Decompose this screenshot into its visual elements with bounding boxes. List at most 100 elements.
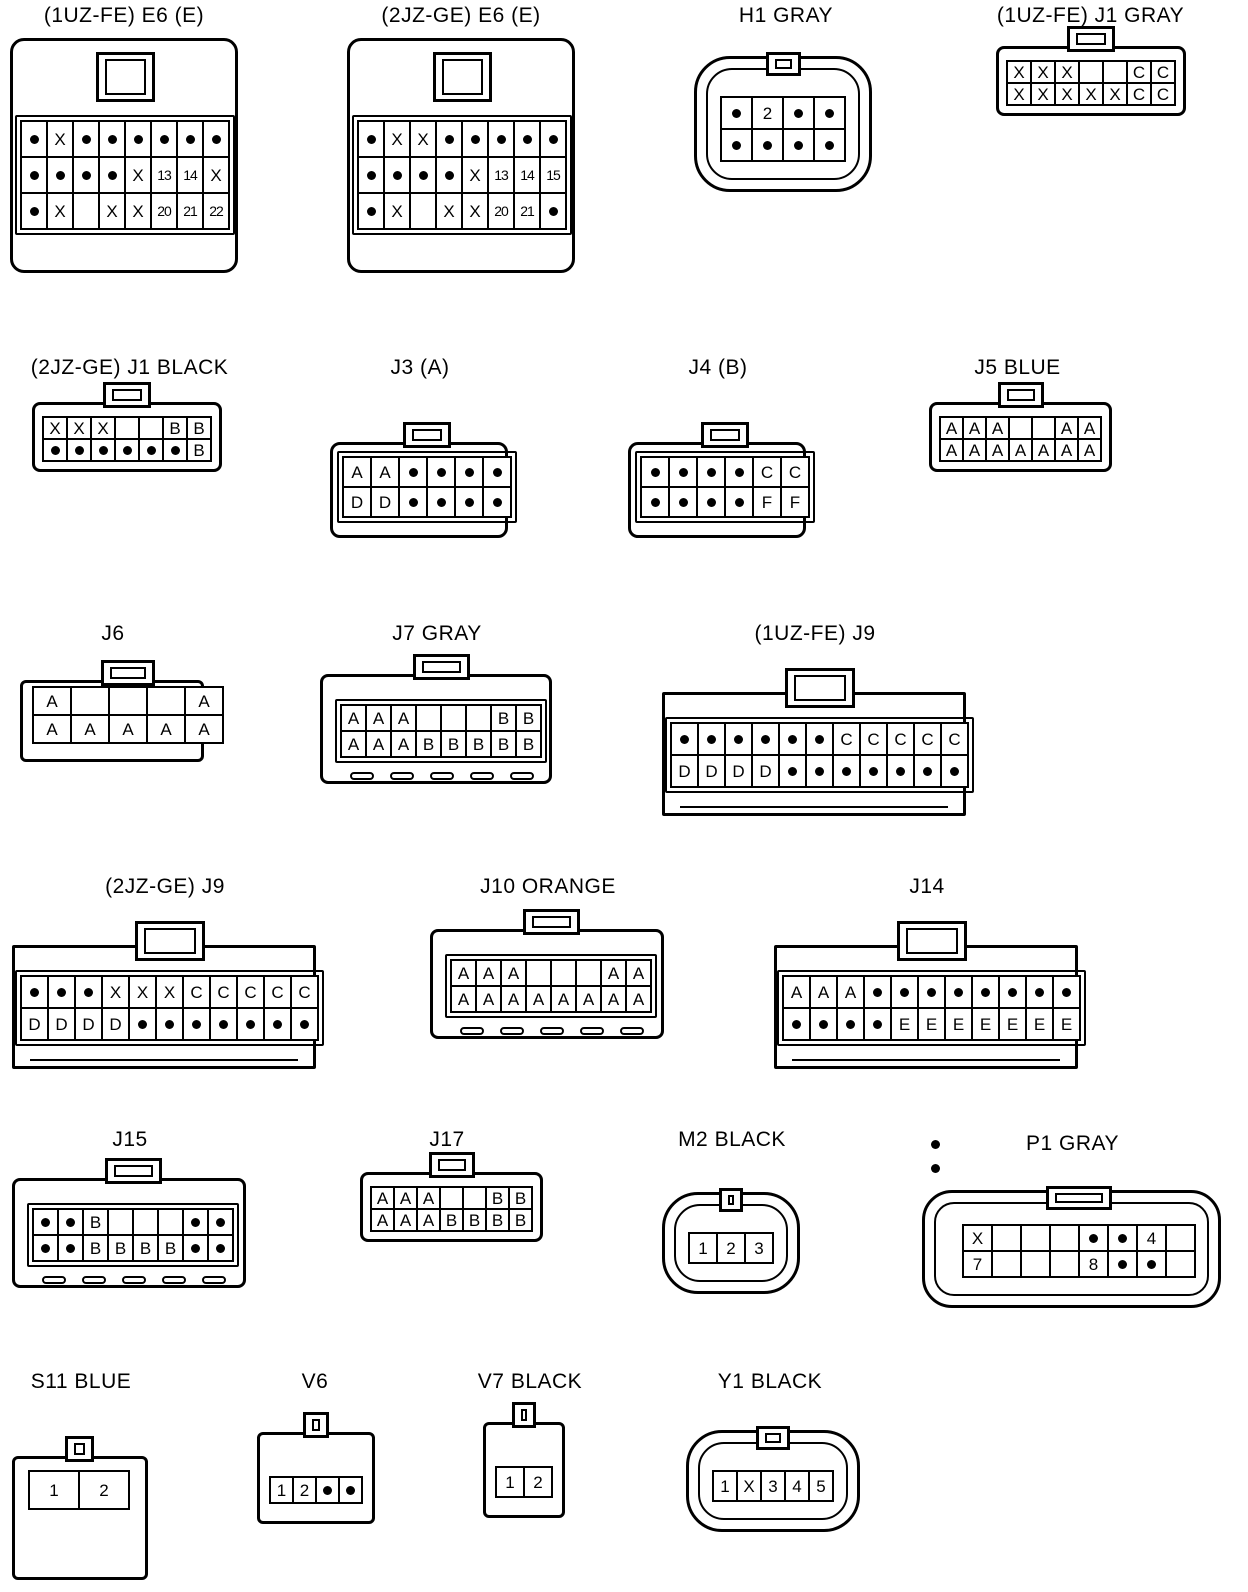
pin-dot <box>794 140 803 150</box>
pin-cavity <box>178 122 202 156</box>
pin-cavity: E <box>919 1009 944 1039</box>
pin-cavity <box>780 724 805 754</box>
pin-dot <box>408 497 418 507</box>
pin-cavity <box>865 977 890 1007</box>
pin-cavity <box>22 194 46 228</box>
pin-dot <box>954 987 963 997</box>
pin-cavity <box>100 158 124 192</box>
pin-cavity <box>489 122 513 156</box>
latch-window <box>765 1433 781 1443</box>
pin-dot <box>159 134 169 144</box>
pin-cavity: A <box>1010 440 1031 460</box>
pin-cavity: X <box>92 418 114 438</box>
pin-cavity <box>467 706 490 730</box>
pin-cavity <box>642 458 668 486</box>
pin-cavity: 4 <box>1138 1226 1165 1250</box>
housing-rib <box>680 806 948 808</box>
locking-latch <box>523 909 580 935</box>
pin-cavity: A <box>72 716 108 742</box>
pin-dot <box>300 1019 309 1029</box>
pin-dot <box>706 497 716 507</box>
pin-cavity: X <box>437 194 461 228</box>
housing-rib <box>390 772 414 780</box>
pin-dot <box>788 734 797 744</box>
housing-inner-outline <box>777 970 1086 1046</box>
pin-dot <box>185 134 195 144</box>
pin-cavity: B <box>517 706 540 730</box>
pin-cavity: A <box>367 732 390 756</box>
pin-cavity: C <box>265 977 290 1007</box>
pin-dot <box>29 134 39 144</box>
pin-cavity <box>100 122 124 156</box>
locking-latch <box>701 422 749 448</box>
pin-cavity <box>411 158 435 192</box>
pin-dot <box>323 1485 332 1495</box>
connector-title: J17 <box>429 1128 465 1151</box>
pin-cavity <box>22 122 46 156</box>
pin-cavity <box>140 418 162 438</box>
pin-cavity <box>74 158 98 192</box>
pin-cavity: A <box>1056 418 1077 438</box>
connector-title: (2JZ-GE) J9 <box>105 875 225 898</box>
latch-window <box>114 1165 153 1177</box>
pin-dot <box>842 766 851 776</box>
pin-cavity <box>865 1009 890 1039</box>
pin-cavity <box>428 458 454 486</box>
pin-cavity <box>116 440 138 460</box>
pin-cavity <box>672 724 697 754</box>
pin-dot <box>219 1019 228 1029</box>
pin-cavity: 1 <box>497 1468 523 1496</box>
pin-cavity: B <box>164 418 186 438</box>
locking-latch <box>897 921 967 961</box>
pin-cavity <box>400 458 426 486</box>
pin-dot <box>464 497 474 507</box>
pin-dot <box>950 766 959 776</box>
pin-dot <box>678 497 688 507</box>
pin-dot <box>825 140 834 150</box>
pin-cavity: 2 <box>80 1472 128 1508</box>
connector-title: (1UZ-FE) E6 (E) <box>43 4 205 27</box>
pin-dot <box>522 134 532 144</box>
pin-dot <box>246 1019 255 1029</box>
pin-dot <box>107 170 117 180</box>
pin-cavity <box>807 724 832 754</box>
locking-latch <box>101 660 155 686</box>
pin-cavity: B <box>109 1236 132 1260</box>
connector-title: (1UZ-FE) J1 GRAY <box>996 4 1185 27</box>
pin-cavity: C <box>942 724 967 754</box>
pin-cavity: 2 <box>718 1234 744 1262</box>
housing-rib <box>82 1276 106 1284</box>
pin-cavity <box>753 130 782 160</box>
pin-grid: 2 <box>720 96 846 162</box>
pin-cavity <box>973 977 998 1007</box>
pin-cavity <box>428 488 454 516</box>
pin-cavity: X <box>1008 62 1030 82</box>
pin-cavity <box>1000 977 1025 1007</box>
pin-cavity <box>1080 62 1102 82</box>
pin-dot <box>1089 1233 1098 1243</box>
pin-cavity: X <box>1032 62 1054 82</box>
pin-cavity: A <box>372 458 398 486</box>
housing-rib <box>202 1276 226 1284</box>
pin-cavity: 20 <box>489 194 513 228</box>
pin-cavity: 1 <box>714 1472 736 1500</box>
pin-cavity <box>74 194 98 228</box>
pin-cavity <box>1109 1226 1136 1250</box>
latch-window <box>775 59 792 69</box>
pin-cavity: X <box>44 418 66 438</box>
pin-cavity: E <box>973 1009 998 1039</box>
locking-latch <box>1067 26 1115 52</box>
pin-cavity: 22 <box>204 194 228 228</box>
pin-cavity <box>417 706 440 730</box>
connector-title: Y1 BLACK <box>717 1370 823 1393</box>
pin-cavity: X <box>1056 62 1078 82</box>
